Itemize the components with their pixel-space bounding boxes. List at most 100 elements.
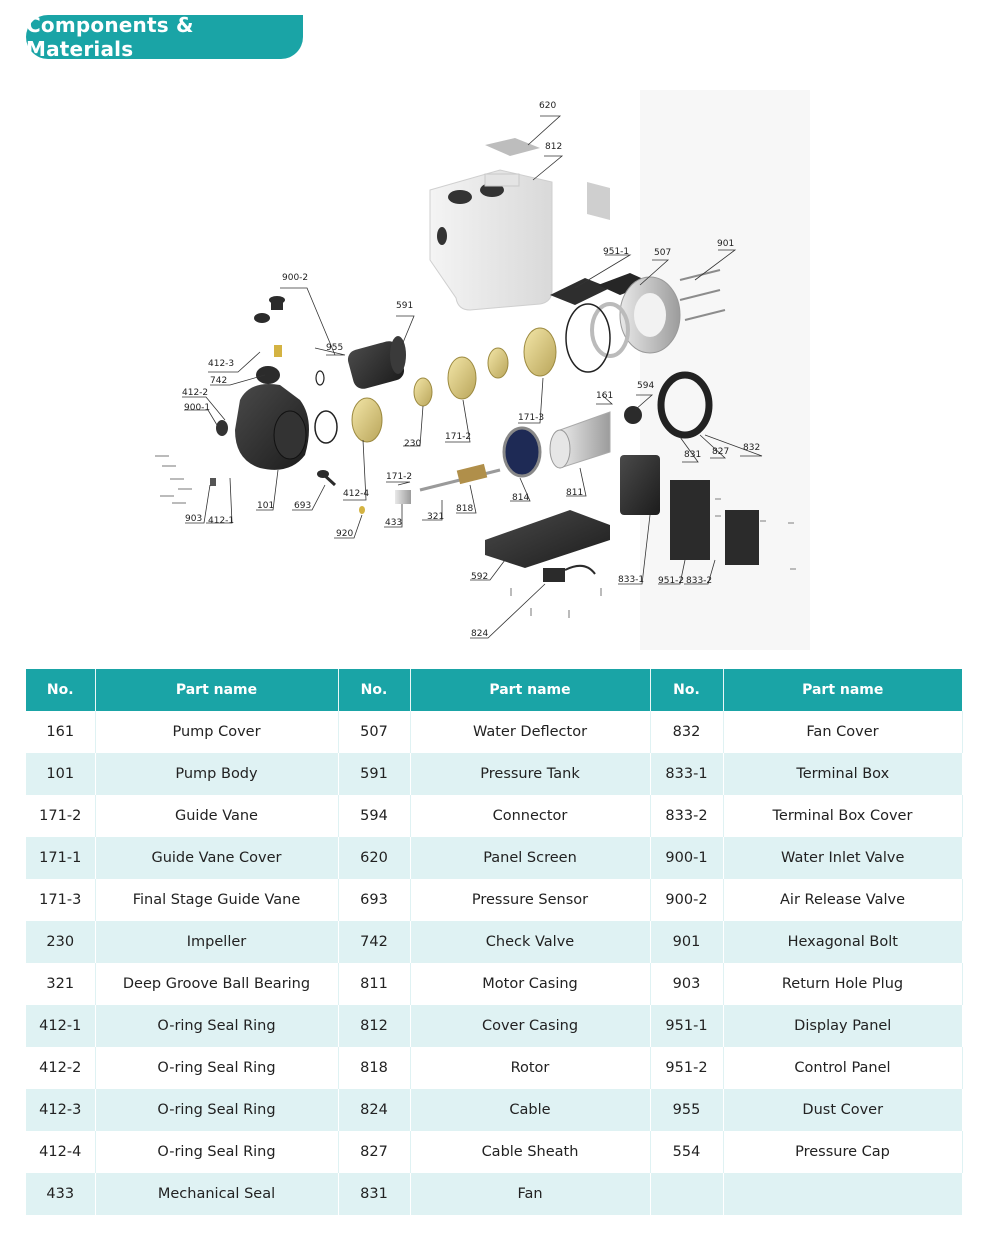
part-name-cell: O-ring Seal Ring xyxy=(95,1089,339,1131)
callout-920: 920 xyxy=(336,529,353,539)
part-number-cell: 412-4 xyxy=(26,1131,96,1173)
part-number-cell: 321 xyxy=(26,963,96,1005)
callout-814: 814 xyxy=(512,493,529,503)
part-name-cell: Guide Vane xyxy=(95,795,339,837)
callout-833-1: 833-1 xyxy=(618,575,644,585)
part-number-cell: 161 xyxy=(26,711,96,753)
pressure-tank-part xyxy=(347,336,406,389)
part-number-cell: 812 xyxy=(338,1005,411,1047)
check-valve-part xyxy=(274,345,282,357)
connector-part xyxy=(624,406,642,424)
part-name-cell: Cable Sheath xyxy=(410,1131,651,1173)
callout-412-4: 412-4 xyxy=(343,489,369,499)
part-number-cell: 591 xyxy=(338,753,411,795)
parts-table: No. Part name No. Part name No. Part nam… xyxy=(26,669,963,1215)
callout-592: 592 xyxy=(471,572,488,582)
part-name-cell: Pressure Tank xyxy=(410,753,651,795)
part-number-cell: 412-3 xyxy=(26,1089,96,1131)
callout-951-1: 951-1 xyxy=(603,247,629,257)
part-number-cell: 833-2 xyxy=(650,795,724,837)
part-number-cell: 171-3 xyxy=(26,879,96,921)
header-part-name-2: Part name xyxy=(410,669,651,711)
callout-901: 901 xyxy=(717,239,734,249)
header-no-3: No. xyxy=(650,669,724,711)
part-name-cell: Air Release Valve xyxy=(723,879,963,921)
section-title-pill: Components & Materials xyxy=(26,13,303,61)
part-name-cell: O-ring Seal Ring xyxy=(95,1131,339,1173)
part-name-cell: Pressure Cap xyxy=(723,1131,963,1173)
callout-832: 832 xyxy=(743,443,760,453)
part-name-cell: Return Hole Plug xyxy=(723,963,963,1005)
stator-part xyxy=(502,426,542,478)
part-name-cell: Terminal Box Cover xyxy=(723,795,963,837)
callout-591: 591 xyxy=(396,301,413,311)
part-number-cell: 831 xyxy=(338,1173,411,1215)
part-number-cell: 832 xyxy=(650,711,724,753)
part-name-cell: Water Inlet Valve xyxy=(723,837,962,879)
base-plate-part xyxy=(485,510,610,582)
callout-811: 811 xyxy=(566,488,583,498)
part-name-cell: Final Stage Guide Vane xyxy=(95,879,339,921)
impeller-part-1 xyxy=(487,347,509,379)
part-number-cell: 554 xyxy=(650,1131,724,1173)
part-name-cell: Dust Cover xyxy=(723,1089,962,1131)
callout-101: 101 xyxy=(257,501,274,511)
callout-742: 742 xyxy=(210,376,227,386)
section-title: Components & Materials xyxy=(26,13,194,61)
rotor-part xyxy=(419,463,501,492)
part-number-cell: 951-1 xyxy=(650,1005,724,1047)
part-name-cell: Guide Vane Cover xyxy=(95,837,339,879)
table-header-row: No. Part name No. Part name No. Part nam… xyxy=(26,669,962,711)
callout-812: 812 xyxy=(545,142,562,152)
callout-900-2: 900-2 xyxy=(282,273,308,283)
impeller-part-2 xyxy=(413,377,433,407)
part-name-cell: Pump Body xyxy=(95,753,339,795)
screws-right-part xyxy=(510,498,796,618)
callout-951-2: 951-2 xyxy=(658,576,684,586)
callout-412-3: 412-3 xyxy=(208,359,234,369)
part-name-cell: Check Valve xyxy=(410,921,651,963)
air-release-valve-part xyxy=(254,296,285,323)
part-name-cell: O-ring Seal Ring xyxy=(95,1047,339,1089)
part-number-cell: 171-2 xyxy=(26,795,96,837)
water-deflector-part xyxy=(598,273,652,295)
part-name-cell: Motor Casing xyxy=(410,963,651,1005)
callout-693: 693 xyxy=(294,501,311,511)
pressure-sensor-part xyxy=(317,470,337,487)
callout-412-1: 412-1 xyxy=(208,516,234,526)
return-hole-plug-part xyxy=(210,478,216,486)
callout-161: 161 xyxy=(596,391,613,401)
part-name-cell: Fan xyxy=(410,1173,651,1215)
callout-831: 831 xyxy=(684,450,701,460)
part-name-cell: O-ring Seal Ring xyxy=(95,1005,339,1047)
motor-flange-part xyxy=(590,276,681,358)
part-number-cell: 101 xyxy=(26,753,96,795)
callout-903: 903 xyxy=(185,514,202,524)
part-number-cell: 620 xyxy=(338,837,411,879)
exploded-view-diagram: 620 812 951-1 507 901 900-2 591 955 412-… xyxy=(155,90,810,650)
water-inlet-valve-part xyxy=(216,420,228,436)
part-number-cell: 742 xyxy=(338,921,411,963)
callout-171-3: 171-3 xyxy=(518,413,544,423)
part-name-cell: Fan Cover xyxy=(723,711,963,753)
part-name-cell: Cover Casing xyxy=(410,1005,651,1047)
part-name-cell: Water Deflector xyxy=(410,711,651,753)
part-name-cell: Control Panel xyxy=(723,1047,963,1089)
oring-large-part xyxy=(314,410,338,444)
part-name-cell: Cable xyxy=(410,1089,651,1131)
callout-171-2-upper: 171-2 xyxy=(445,432,471,442)
guide-vane-cover-part xyxy=(351,397,383,443)
part-name-cell: Panel Screen xyxy=(410,837,651,879)
mechanical-seal-part xyxy=(395,490,411,504)
part-name-cell: Impeller xyxy=(95,921,339,963)
part-name-cell: Pressure Sensor xyxy=(410,879,651,921)
part-name-cell: Hexagonal Bolt xyxy=(723,921,962,963)
callout-594: 594 xyxy=(637,381,654,391)
